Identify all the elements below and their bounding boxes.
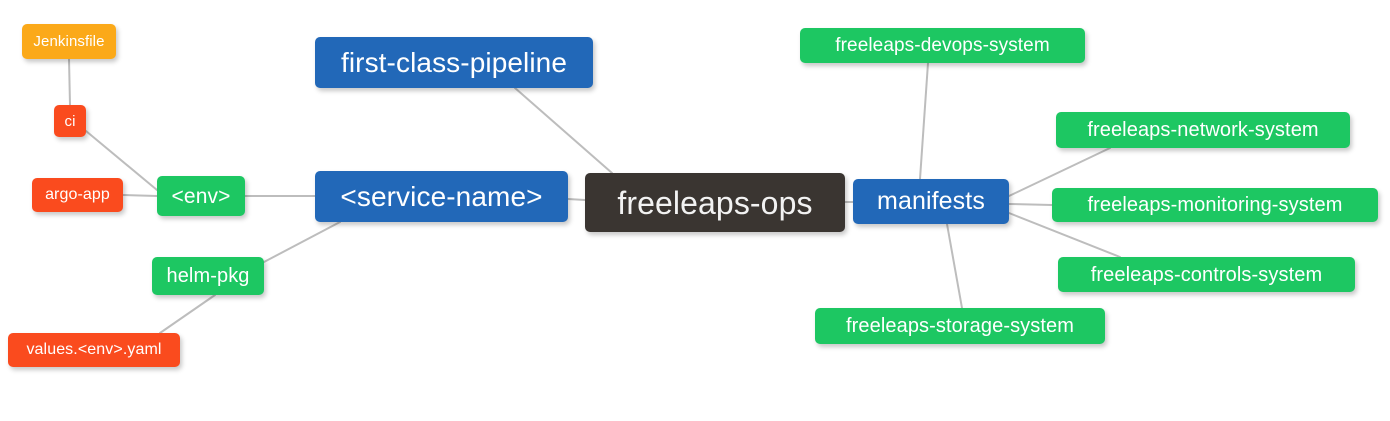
node-jenkinsfile[interactable]: Jenkinsfile (22, 24, 116, 59)
edge-first-class-pipeline-to-freeleaps-ops (514, 87, 613, 174)
node-freeleaps-devops-system[interactable]: freeleaps-devops-system (800, 28, 1085, 63)
node-freeleaps-controls-system[interactable]: freeleaps-controls-system (1058, 257, 1355, 292)
node-label-first-class-pipeline: first-class-pipeline (340, 46, 568, 78)
node-label-jenkinsfile: Jenkinsfile (33, 33, 105, 50)
node-label-env: <env> (171, 184, 231, 208)
node-label-helm-pkg: helm-pkg (166, 265, 250, 287)
edge-helm-pkg-to-service-name (263, 221, 341, 263)
edge-argo-app-to-env (122, 194, 158, 197)
node-ci[interactable]: ci (54, 105, 86, 137)
node-freeleaps-network-system[interactable]: freeleaps-network-system (1056, 112, 1350, 148)
node-first-class-pipeline[interactable]: first-class-pipeline (315, 37, 593, 88)
node-values-yaml[interactable]: values.<env>.yaml (8, 333, 180, 367)
node-service-name[interactable]: <service-name> (315, 171, 568, 222)
node-label-ci: ci (64, 112, 76, 130)
edge-values-yaml-to-helm-pkg (159, 294, 216, 334)
node-argo-app[interactable]: argo-app (32, 178, 123, 212)
node-label-freeleaps-monitoring-system: freeleaps-monitoring-system (1087, 194, 1343, 216)
node-label-freeleaps-storage-system: freeleaps-storage-system (845, 315, 1075, 337)
edge-manifests-to-freeleaps-devops-system (919, 62, 929, 180)
node-label-freeleaps-ops: freeleaps-ops (617, 184, 813, 221)
node-freeleaps-monitoring-system[interactable]: freeleaps-monitoring-system (1052, 188, 1378, 222)
node-label-argo-app: argo-app (45, 186, 110, 203)
node-env[interactable]: <env> (157, 176, 245, 216)
node-label-service-name: <service-name> (340, 180, 543, 212)
node-label-freeleaps-controls-system: freeleaps-controls-system (1090, 263, 1323, 286)
node-helm-pkg[interactable]: helm-pkg (152, 257, 264, 295)
node-manifests[interactable]: manifests (853, 179, 1009, 224)
node-freeleaps-storage-system[interactable]: freeleaps-storage-system (815, 308, 1105, 344)
edge-jenkinsfile-to-ci (68, 58, 71, 106)
edge-service-name-to-freeleaps-ops (567, 198, 586, 201)
edge-manifests-to-freeleaps-monitoring-system (1008, 203, 1053, 206)
edge-manifests-to-freeleaps-storage-system (946, 223, 963, 309)
node-label-values-yaml: values.<env>.yaml (26, 341, 162, 358)
node-label-freeleaps-network-system: freeleaps-network-system (1087, 119, 1319, 141)
node-freeleaps-ops[interactable]: freeleaps-ops (585, 173, 845, 232)
node-label-manifests: manifests (877, 187, 985, 215)
node-label-freeleaps-devops-system: freeleaps-devops-system (835, 35, 1050, 56)
